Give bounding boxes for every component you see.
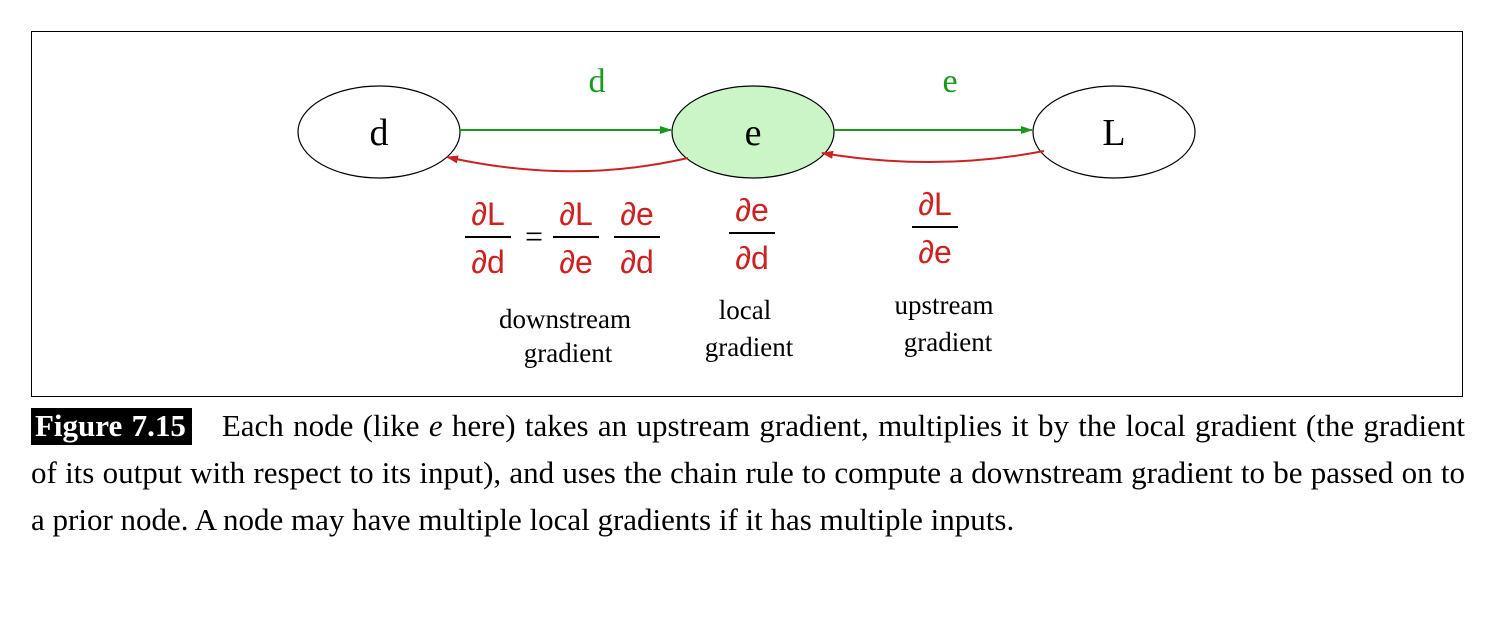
caption-text-start: Each node (like xyxy=(221,408,429,443)
downstream-rhs1-numerator: ∂L xyxy=(559,196,593,232)
node-d-label: d xyxy=(370,112,389,154)
local-caption-line1: local xyxy=(719,295,771,325)
downstream-rhs2-denominator: ∂d xyxy=(620,244,654,280)
caption-italic-e: e xyxy=(428,408,443,443)
upstream-gradient-formula: ∂L ∂e xyxy=(912,186,958,270)
equals-sign: = xyxy=(525,218,543,254)
local-denominator: ∂d xyxy=(735,240,769,276)
downstream-lhs-numerator: ∂L xyxy=(471,196,505,232)
local-caption-line2: gradient xyxy=(705,332,794,362)
caption-text-rest: here) takes an upstream gradient, multip… xyxy=(31,408,1465,537)
backward-edge-L-e xyxy=(821,150,1045,164)
node-L-label: L xyxy=(1102,112,1125,154)
forward-edge-label-d: d xyxy=(589,63,606,100)
downstream-caption-line2: gradient xyxy=(524,338,613,368)
node-e: e xyxy=(671,85,835,179)
downstream-lhs-denominator: ∂d xyxy=(471,244,505,280)
upstream-caption-line1: upstream xyxy=(895,290,994,320)
figure-caption: Figure 7.15 Each node (like e here) takes… xyxy=(31,402,1465,543)
local-gradient-formula: ∂e ∂d xyxy=(729,192,775,276)
node-d: d xyxy=(297,85,461,179)
local-numerator: ∂e xyxy=(735,192,769,228)
forward-edge-label-e: e xyxy=(942,63,957,100)
upstream-denominator: ∂e xyxy=(918,234,952,270)
backward-edge-e-d xyxy=(446,155,689,173)
downstream-rhs1-denominator: ∂e xyxy=(559,244,593,280)
downstream-rhs2-numerator: ∂e xyxy=(620,196,654,232)
upstream-caption-line2: gradient xyxy=(904,327,993,357)
upstream-numerator: ∂L xyxy=(918,186,952,222)
figure-label: Figure 7.15 xyxy=(31,408,192,445)
downstream-caption-line1: downstream xyxy=(499,304,631,334)
node-L: L xyxy=(1032,85,1196,179)
node-e-label: e xyxy=(745,112,762,154)
computation-graph: d e L d e ∂L ∂d = ∂L ∂e ∂e ∂d downstream… xyxy=(297,63,1196,368)
downstream-gradient-formula: ∂L ∂d = ∂L ∂e ∂e ∂d xyxy=(465,196,660,280)
